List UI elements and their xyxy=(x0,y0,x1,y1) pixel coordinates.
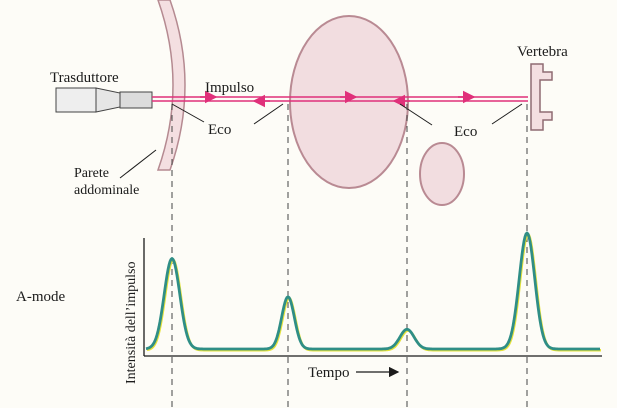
echo-guide-lines xyxy=(171,104,528,408)
pulse-arrows xyxy=(152,90,528,108)
vertebra-shape xyxy=(530,63,553,131)
label-parete-1: Parete xyxy=(74,166,109,181)
label-parete-2: addominale xyxy=(74,183,139,198)
label-impulso: Impulso xyxy=(205,80,254,96)
chart-axes xyxy=(143,238,602,357)
eco-pointers xyxy=(119,103,523,179)
y-axis-label: Intensità dell’impulso xyxy=(124,262,139,384)
abdominal-wall xyxy=(156,0,186,171)
label-trasduttore: Trasduttore xyxy=(50,70,119,86)
small-organ xyxy=(419,142,465,206)
signal-trace xyxy=(145,231,601,351)
label-eco-2: Eco xyxy=(454,124,477,140)
x-axis-label: Tempo xyxy=(308,365,349,381)
transducer xyxy=(55,87,153,113)
label-eco-1: Eco xyxy=(208,122,231,138)
label-amode: A-mode xyxy=(16,289,65,305)
label-vertebra: Vertebra xyxy=(517,44,568,60)
large-organ xyxy=(289,15,409,189)
